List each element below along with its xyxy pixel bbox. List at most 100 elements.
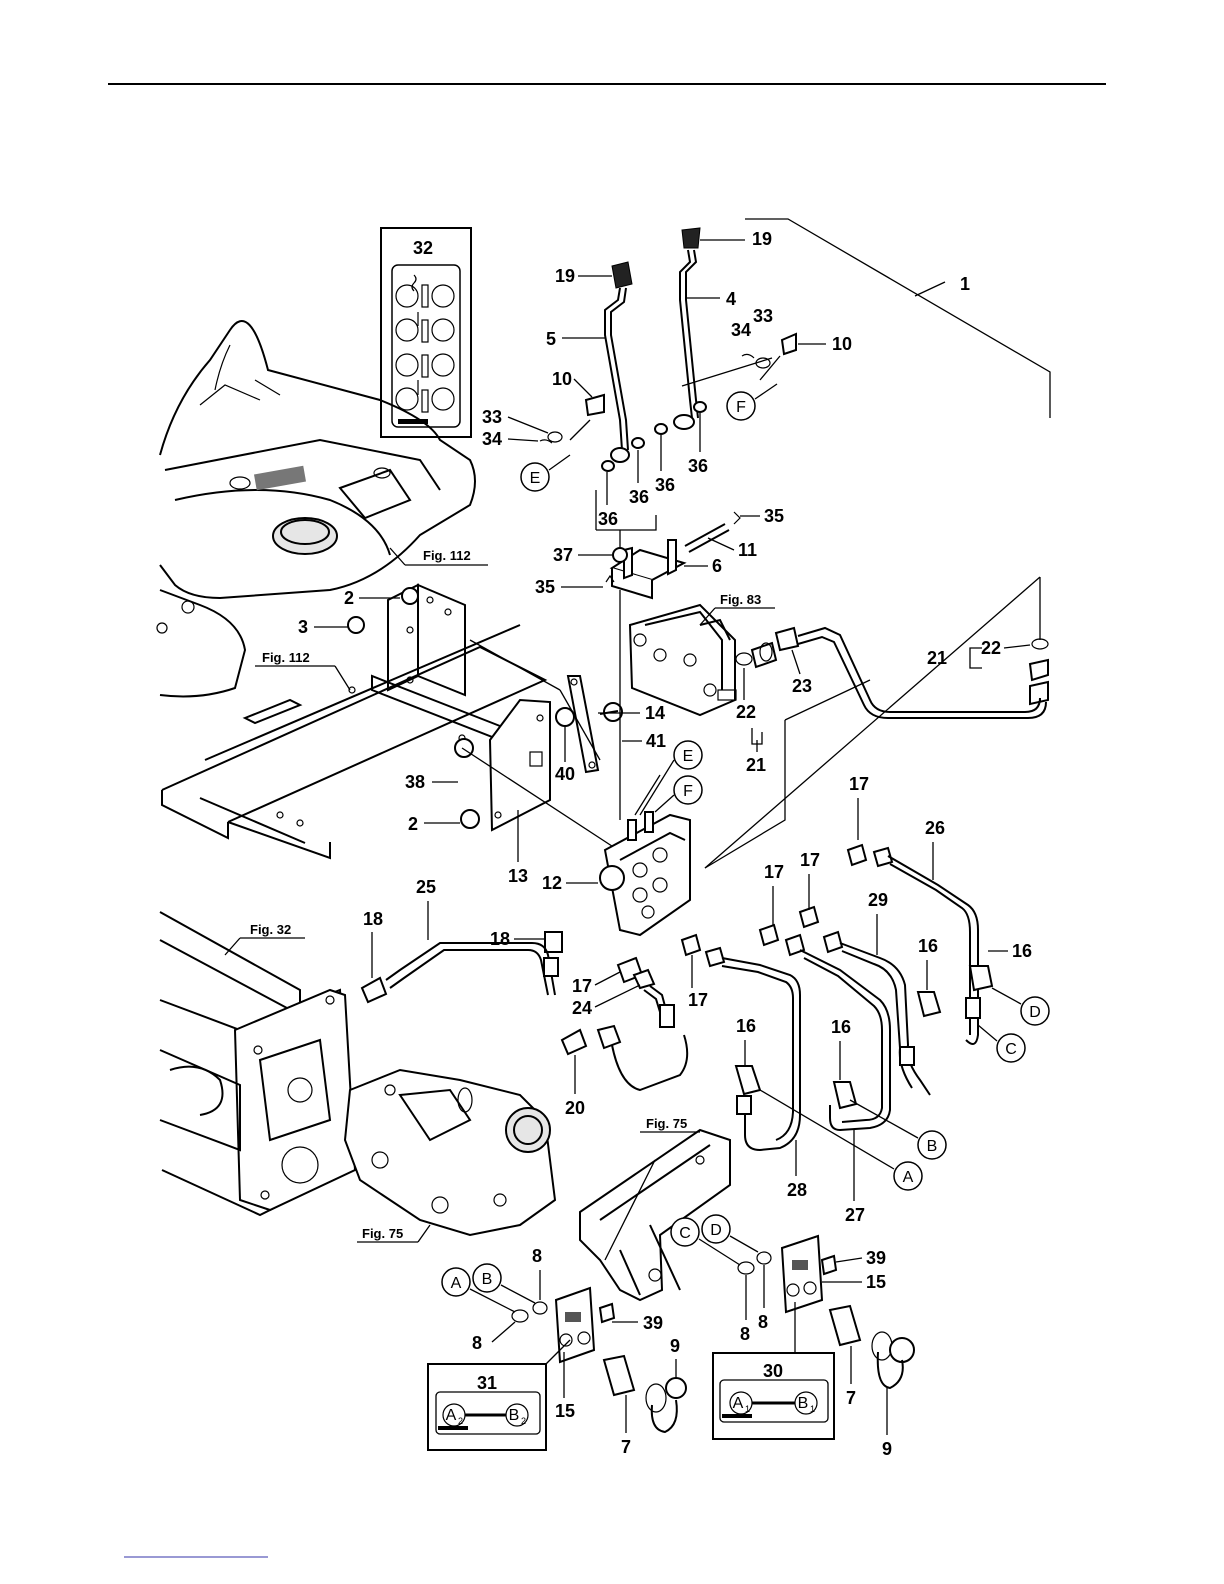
callout-9a: 9	[670, 1336, 680, 1356]
svg-text:B: B	[927, 1138, 938, 1155]
svg-text:C: C	[679, 1225, 691, 1242]
callout-13: 13	[508, 866, 528, 886]
callout-2b: 2	[408, 814, 418, 834]
callout-8b: 8	[532, 1246, 542, 1266]
pipe-23	[798, 628, 1046, 718]
svg-text:B: B	[798, 1395, 809, 1412]
callout-38: 38	[405, 772, 425, 792]
callout-16c: 16	[918, 936, 938, 956]
svg-text:E: E	[530, 470, 541, 487]
connection-mark-e1: E	[521, 455, 570, 491]
callout-17b: 17	[764, 862, 784, 882]
svg-text:Fig. 75: Fig. 75	[362, 1226, 403, 1241]
callout-1: 1	[960, 274, 970, 294]
callout-34b: 34	[731, 320, 751, 340]
callout-5: 5	[546, 329, 556, 349]
callout-20: 20	[565, 1098, 585, 1118]
fig-ref-112b: Fig. 112	[255, 650, 350, 690]
callout-19a: 19	[555, 266, 575, 286]
bracket-fig75	[580, 1130, 730, 1300]
callout-39b: 39	[866, 1248, 886, 1268]
callout-10b: 10	[832, 334, 852, 354]
callout-33a: 33	[482, 407, 502, 427]
callout-17c: 17	[800, 850, 820, 870]
callout-35a: 35	[535, 577, 555, 597]
svg-text:Fig. 75: Fig. 75	[646, 1116, 687, 1131]
svg-text:Fig. 83: Fig. 83	[720, 592, 761, 607]
lever-5	[605, 262, 632, 462]
callout-23: 23	[792, 676, 812, 696]
svg-text:2: 2	[521, 1416, 526, 1426]
callout-8a: 8	[472, 1333, 482, 1353]
callout-8c: 8	[740, 1324, 750, 1344]
pipe-25	[386, 943, 558, 995]
callout-17a: 17	[849, 774, 869, 794]
callout-22b: 22	[736, 702, 756, 722]
callout-3: 3	[298, 617, 308, 637]
hydraulic-housing-fig75	[345, 1070, 555, 1235]
callout-11: 11	[738, 540, 757, 560]
svg-text:D: D	[710, 1222, 722, 1239]
svg-text:A: A	[903, 1169, 914, 1186]
svg-text:Fig. 112: Fig. 112	[262, 650, 310, 665]
fig-ref-75a: Fig. 75	[640, 1116, 700, 1132]
callout-19b: 19	[752, 229, 772, 249]
svg-text:A: A	[446, 1407, 457, 1424]
callout-16d: 16	[1012, 941, 1032, 961]
svg-text:E: E	[683, 748, 694, 765]
svg-text:Fig. 112: Fig. 112	[423, 548, 471, 563]
callout-41: 41	[646, 731, 666, 751]
callout-26: 26	[925, 818, 945, 838]
svg-text:D: D	[1029, 1004, 1041, 1021]
callout-33b: 33	[753, 306, 773, 326]
svg-text:A: A	[451, 1275, 462, 1292]
svg-text:C: C	[1005, 1041, 1017, 1058]
callout-10a: 10	[552, 369, 572, 389]
callout-16b: 16	[831, 1017, 851, 1037]
valve-fittings	[736, 577, 1048, 752]
callout-25: 25	[416, 877, 436, 897]
callout-30: 30	[763, 1361, 783, 1381]
callout-14: 14	[645, 703, 665, 723]
callout-36d: 36	[688, 456, 708, 476]
callout-29: 29	[868, 890, 888, 910]
callout-15a: 15	[555, 1401, 575, 1421]
connection-mark-c1: C	[978, 1025, 1025, 1062]
callout-7b: 7	[846, 1388, 856, 1408]
callout-27: 27	[845, 1205, 865, 1225]
fig-ref-32: Fig. 32	[225, 922, 305, 955]
callout-18b: 18	[490, 929, 510, 949]
valve-fig83	[630, 605, 736, 715]
lever-small-parts	[540, 334, 796, 471]
svg-text:Fig. 32: Fig. 32	[250, 922, 291, 937]
lever-4	[674, 228, 700, 429]
callout-36b: 36	[629, 487, 649, 507]
callout-9b: 9	[882, 1439, 892, 1459]
callout-2a: 2	[344, 588, 354, 608]
connection-mark-b1: B	[850, 1100, 946, 1159]
callout-24: 24	[572, 998, 592, 1018]
callout-17e: 17	[688, 990, 708, 1010]
callout-21b: 21	[746, 755, 766, 775]
svg-text:1: 1	[810, 1404, 815, 1414]
callout-21a: 21	[927, 648, 947, 668]
callout-17d: 17	[572, 976, 592, 996]
bracket-6	[596, 490, 740, 598]
svg-text:B: B	[482, 1271, 493, 1288]
callout-4: 4	[726, 289, 736, 309]
callout-7a: 7	[621, 1437, 631, 1457]
callout-36a: 36	[598, 509, 618, 529]
fig-ref-75b: Fig. 75	[357, 1225, 430, 1242]
svg-text:F: F	[683, 783, 693, 800]
svg-text:1: 1	[745, 1404, 750, 1414]
connection-mark-f1: F	[727, 384, 777, 420]
callout-28: 28	[787, 1180, 807, 1200]
callout-15b: 15	[866, 1272, 886, 1292]
assembly-1-bracket	[745, 219, 1050, 418]
callout-37: 37	[553, 545, 573, 565]
callout-40: 40	[555, 764, 575, 784]
connection-mark-f2: F	[655, 776, 702, 812]
callout-12: 12	[542, 873, 562, 893]
callout-35b: 35	[764, 506, 784, 526]
